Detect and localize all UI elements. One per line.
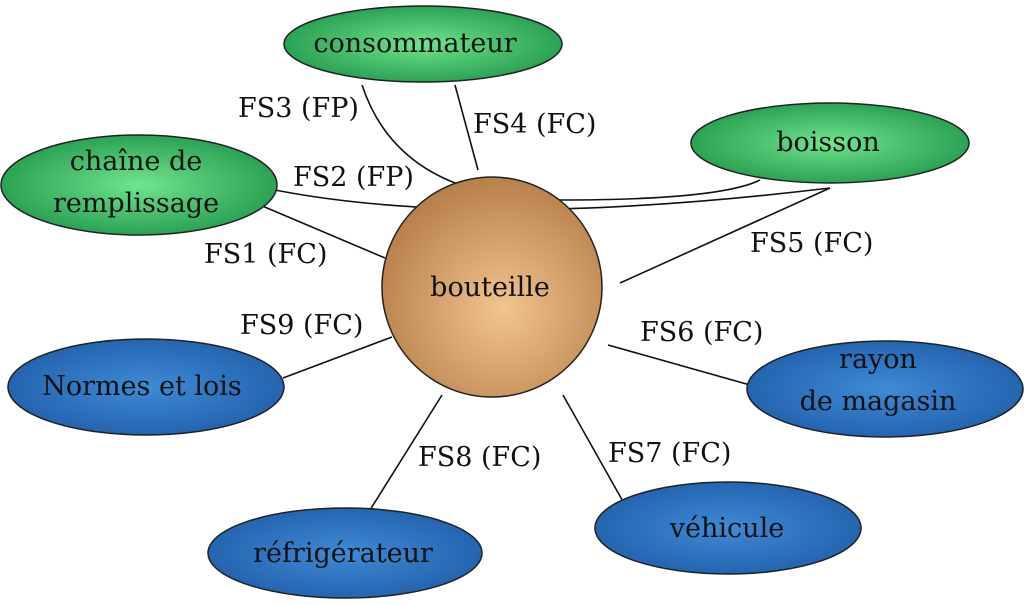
node-label: réfrigérateur: [253, 538, 433, 569]
node-consommateur: consommateur: [283, 5, 563, 83]
node-label: boisson: [776, 127, 880, 158]
label-fs5: FS5 (FC): [750, 228, 873, 259]
label-fs3: FS3 (FP): [238, 93, 359, 124]
label-fs9: FS9 (FC): [240, 310, 363, 341]
link-fs8: [369, 394, 443, 511]
center-bouteille: bouteille: [381, 176, 603, 398]
center-label: bouteille: [430, 272, 550, 303]
node-label-line1: rayon: [839, 344, 917, 375]
node-normes-et-lois: Normes et lois: [7, 338, 285, 436]
node-chaine-de-remplissage: chaîne de remplissage: [0, 134, 278, 236]
node-label-line1: chaîne de: [70, 146, 202, 177]
label-fs6: FS6 (FC): [640, 317, 763, 348]
label-fs4: FS4 (FC): [473, 109, 596, 140]
link-fs9: [282, 336, 393, 379]
node-label-line2: remplissage: [53, 188, 219, 219]
link-fs5: [619, 187, 831, 284]
link-fs7: [562, 394, 626, 506]
label-fs7: FS7 (FC): [608, 438, 731, 469]
link-fs4: [454, 84, 479, 171]
link-fs6: [607, 344, 751, 386]
node-label: Normes et lois: [42, 371, 242, 402]
node-vehicule: véhicule: [594, 481, 862, 575]
node-label-line2: de magasin: [800, 386, 957, 417]
label-fs8: FS8 (FC): [418, 442, 541, 473]
node-boisson: boisson: [690, 102, 970, 184]
label-fs2: FS2 (FP): [293, 162, 414, 193]
link-fs1: [259, 204, 386, 259]
node-label: consommateur: [313, 28, 516, 59]
node-refrigerateur: réfrigérateur: [207, 507, 483, 599]
node-rayon-de-magasin: rayon de magasin: [746, 340, 1024, 438]
label-fs1: FS1 (FC): [204, 239, 327, 270]
node-label: véhicule: [669, 513, 784, 544]
